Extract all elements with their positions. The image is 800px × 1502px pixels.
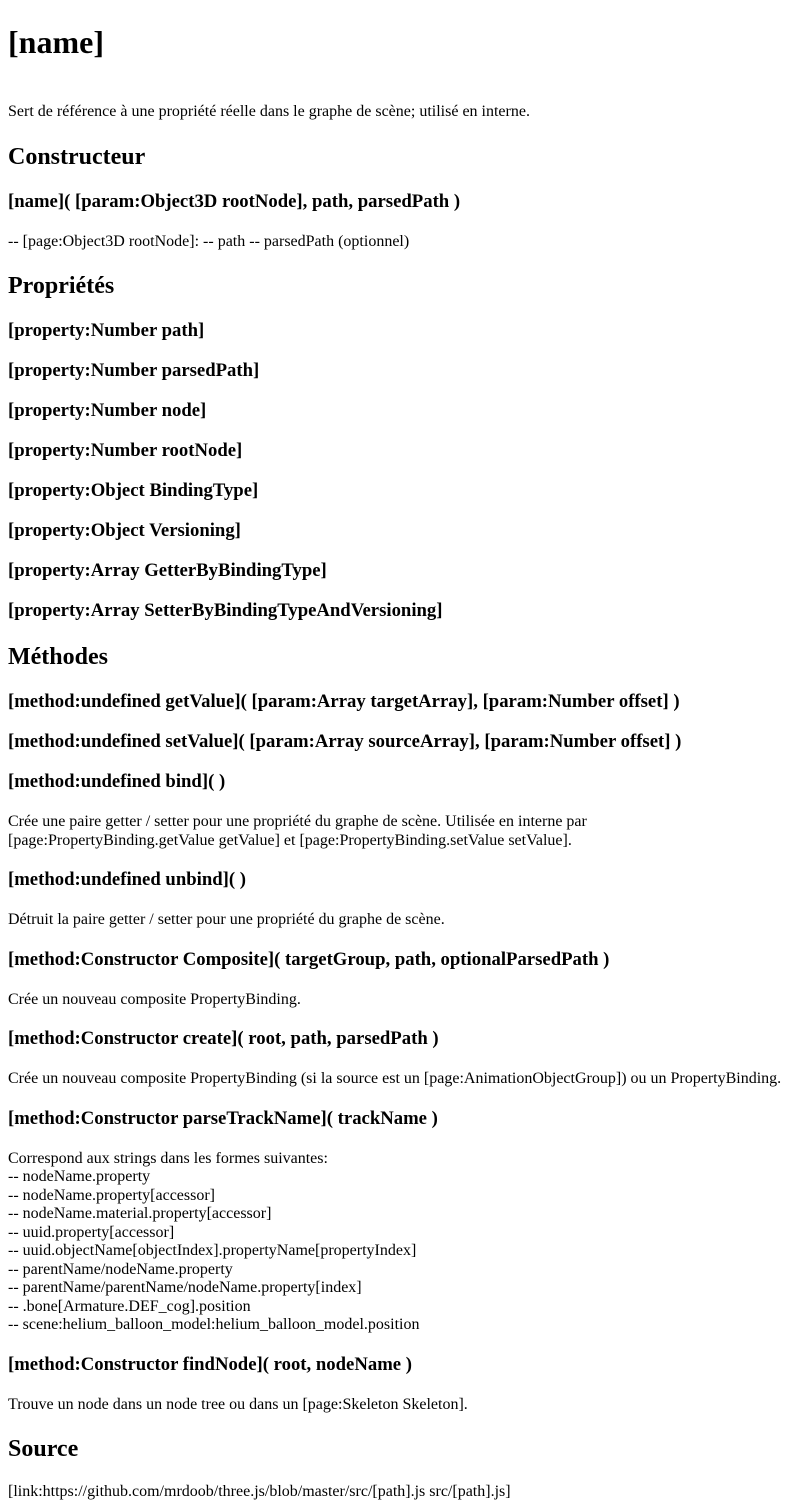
properties-heading: Propriétés (8, 273, 115, 299)
parse-track-name-form: -- parentName/parentName/nodeName.proper… (8, 1279, 362, 1296)
method-parse-track-name-description: Correspond aux strings dans les formes s… (8, 1150, 792, 1335)
property-versioning: [property:Object Versioning] (8, 520, 241, 541)
parse-track-name-form: -- nodeName.material.property[accessor] (8, 1205, 272, 1222)
property-node: [property:Number node] (8, 400, 207, 421)
method-find-node-description: Trouve un node dans un node tree ou dans… (8, 1395, 468, 1413)
parse-track-name-form: -- scene:helium_balloon_model:helium_bal… (8, 1316, 420, 1333)
method-composite-description: Crée un nouveau composite PropertyBindin… (8, 990, 301, 1008)
method-bind: [method:undefined bind]( ) (8, 771, 226, 792)
method-unbind-description: Détruit la paire getter / setter pour un… (8, 911, 445, 928)
methods-heading: Méthodes (8, 644, 108, 670)
method-bind-description-line: [page:PropertyBinding.getValue getValue]… (8, 831, 572, 849)
constructor-signature: [name]( [param:Object3D rootNode], path,… (8, 190, 461, 212)
method-create: [method:Constructor create]( root, path,… (8, 1028, 439, 1049)
parse-track-name-form: -- .bone[Armature.DEF_cog].position (8, 1297, 251, 1315)
constructor-heading: Constructeur (8, 143, 146, 170)
method-bind-description: Crée une paire getter / setter pour une … (8, 813, 792, 850)
page-title: [name] (8, 24, 104, 60)
parse-track-name-form: -- nodeName.property (8, 1168, 151, 1185)
method-unbind: [method:undefined unbind]( ) (8, 869, 246, 890)
property-root-node: [property:Number rootNode] (8, 440, 243, 461)
property-binding-type: [property:Object BindingType] (8, 480, 259, 501)
method-bind-description-line: Crée une paire getter / setter pour une … (8, 813, 587, 830)
property-parsed-path: [property:Number parsedPath] (8, 360, 260, 381)
parse-track-name-form: -- uuid.property[accessor] (8, 1223, 175, 1241)
method-set-value: [method:undefined setValue]( [param:Arra… (8, 731, 682, 752)
method-parse-track-name: [method:Constructor parseTrackName]( tra… (8, 1107, 438, 1129)
method-find-node: [method:Constructor findNode]( root, nod… (8, 1353, 412, 1375)
property-setter-by-binding-type: [property:Array SetterByBindingTypeAndVe… (8, 600, 443, 621)
parse-track-name-form: -- uuid.objectName[objectIndex].property… (8, 1242, 417, 1259)
parse-track-name-form: -- nodeName.property[accessor] (8, 1186, 216, 1204)
source-heading: Source (8, 1436, 79, 1462)
source-link[interactable]: [link:https://github.com/mrdoob/three.js… (8, 1483, 511, 1500)
method-get-value: [method:undefined getValue]( [param:Arra… (8, 691, 680, 712)
method-composite: [method:Constructor Composite]( targetGr… (8, 948, 610, 970)
property-path: [property:Number path] (8, 320, 205, 341)
constructor-description: -- [page:Object3D rootNode]: -- path -- … (8, 232, 410, 250)
method-create-description: Crée un nouveau composite PropertyBindin… (8, 1070, 782, 1087)
intro-text: Sert de référence à une propriété réelle… (8, 103, 530, 120)
parse-track-name-intro: Correspond aux strings dans les formes s… (8, 1149, 328, 1167)
parse-track-name-form: -- parentName/nodeName.property (8, 1260, 233, 1278)
property-getter-by-binding-type: [property:Array GetterByBindingType] (8, 560, 327, 581)
